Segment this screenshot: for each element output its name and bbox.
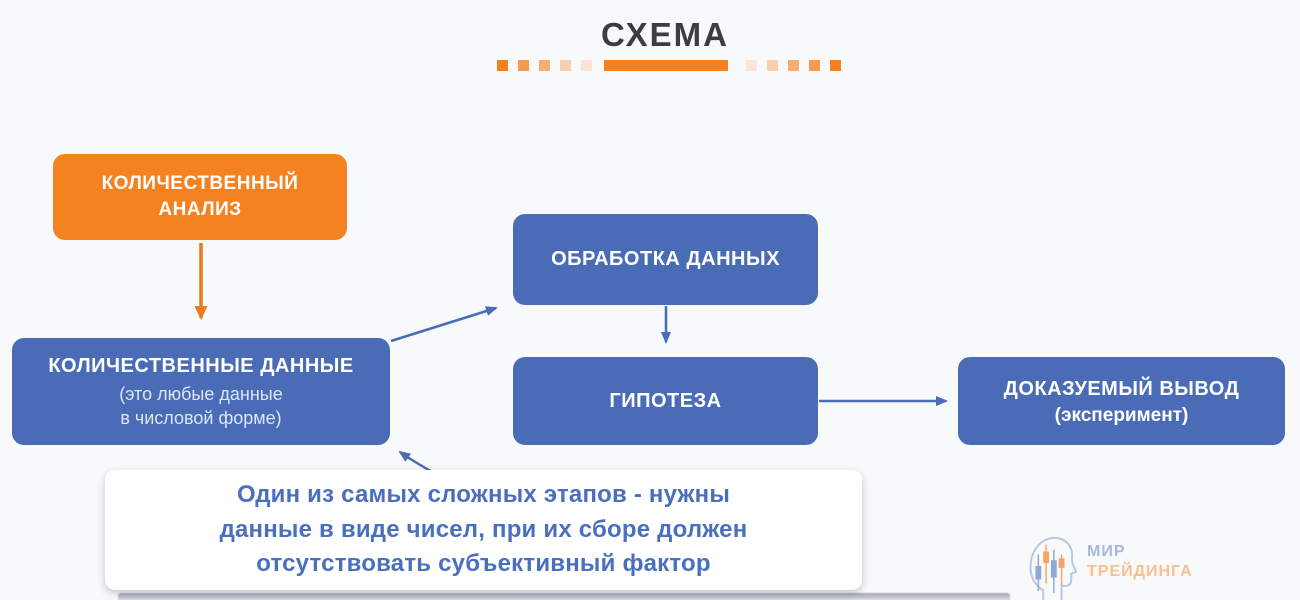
decoration-square <box>809 60 820 71</box>
decoration-square <box>539 60 550 71</box>
brand-logo: МИР ТРЕЙДИНГА <box>1020 531 1193 600</box>
box-quantitative-data-title: КОЛИЧЕСТВЕННЫЕ ДАННЫЕ <box>48 355 354 378</box>
decoration-square <box>788 60 799 71</box>
page-title: СХЕМА <box>601 16 729 53</box>
box-provable-conclusion: ДОКАЗУЕМЫЙ ВЫВОД (эксперимент) <box>958 357 1285 445</box>
arrow-data-to-processing <box>390 306 498 343</box>
box-data-processing: ОБРАБОТКА ДАННЫХ <box>513 214 818 305</box>
bottom-shadow-strip <box>118 593 1010 600</box>
logo-text-line1: МИР <box>1087 543 1126 560</box>
decoration-square <box>581 60 592 71</box>
note-text: Один из самых сложных этапов - нужны дан… <box>219 480 748 578</box>
decoration-square <box>518 60 529 71</box>
box-hypothesis: ГИПОТЕЗА <box>513 357 818 445</box>
decoration-square <box>830 60 841 71</box>
box-hypothesis-label: ГИПОТЕЗА <box>609 389 722 412</box>
head-candlestick-icon <box>1029 536 1078 600</box>
decoration-square <box>560 60 571 71</box>
box-quantitative-data-subtitle: (это любые данные в числовой форме) <box>119 384 283 428</box>
decoration-square <box>767 60 778 71</box>
note-card: Один из самых сложных этапов - нужны дан… <box>105 470 862 590</box>
logo-text-line2: ТРЕЙДИНГА <box>1087 563 1193 580</box>
box-quantitative-analysis-label: КОЛИЧЕСТВЕННЫЙ АНАЛИЗ <box>101 173 299 220</box>
decoration-square <box>746 60 757 71</box>
decoration-bar <box>604 60 728 71</box>
box-quantitative-data: КОЛИЧЕСТВЕННЫЕ ДАННЫЕ (это любые данные … <box>12 338 390 445</box>
box-provable-conclusion-subtitle: (эксперимент) <box>1054 404 1189 426</box>
box-provable-conclusion-title: ДОКАЗУЕМЫЙ ВЫВОД <box>1003 377 1240 400</box>
box-data-processing-label: ОБРАБОТКА ДАННЫХ <box>551 248 780 270</box>
decoration-square <box>497 60 508 71</box>
box-quantitative-analysis: КОЛИЧЕСТВЕННЫЙ АНАЛИЗ <box>53 154 347 240</box>
